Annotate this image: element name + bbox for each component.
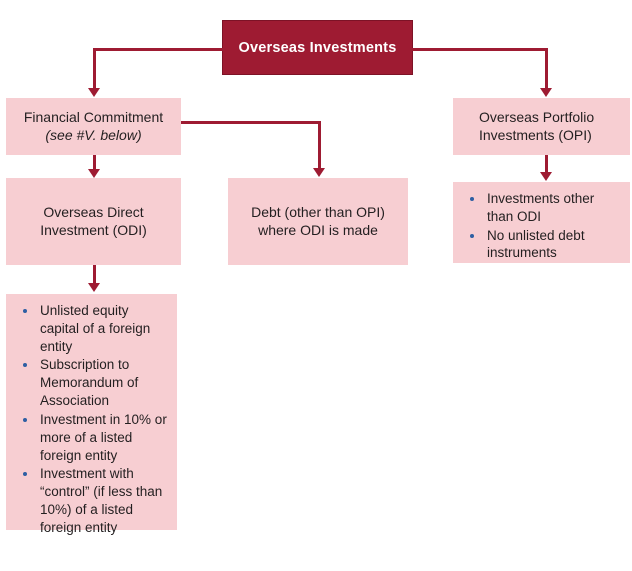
node-debt-other-than-opi: Debt (other than OPI) where ODI is made <box>228 178 408 265</box>
list-item-text: Unlisted equity capital of a foreign ent… <box>40 303 151 354</box>
opi-bullet-list: Investments other than ODI No unlisted d… <box>459 190 624 262</box>
list-item-text: Investment with “control” (if less than … <box>40 466 163 535</box>
node-debt-other-than-opi-line1: Debt (other than OPI) <box>251 204 385 220</box>
list-item-text: No unlisted debt instruments <box>487 227 585 261</box>
node-financial-commitment: Financial Commitment (see #V. below) <box>6 98 181 155</box>
node-overseas-portfolio-investments: Overseas Portfolio Investments (OPI) <box>453 98 630 155</box>
list-item: Investments other than ODI <box>459 190 624 226</box>
list-item: Subscription to Memorandum of Associatio… <box>12 356 171 409</box>
bullet-dot-icon <box>23 309 27 313</box>
list-item: Unlisted equity capital of a foreign ent… <box>12 302 171 355</box>
connector-title-to-left <box>93 48 224 51</box>
list-item: Investment in 10% or more of a listed fo… <box>12 411 171 464</box>
arrowhead-to-financial-commitment <box>88 88 100 97</box>
node-odi-bullet-list: Unlisted equity capital of a foreign ent… <box>6 294 177 535</box>
node-overseas-investments-label: Overseas Investments <box>238 39 397 56</box>
arrowhead-to-opi-bullets <box>540 172 552 181</box>
bullet-dot-icon <box>470 197 474 201</box>
node-overseas-direct-investment-line2: Investment (ODI) <box>40 221 147 238</box>
node-financial-commitment-line2: (see #V. below) <box>45 126 142 143</box>
list-item-text: Investment in 10% or more of a listed fo… <box>40 411 167 463</box>
node-overseas-portfolio-investments-line2: Investments (OPI) <box>479 126 592 143</box>
node-debt-other-than-opi-line2: where ODI is made <box>258 221 378 238</box>
list-item: Investment with “control” (if less than … <box>12 465 171 536</box>
node-overseas-direct-investment-line1: Overseas Direct <box>43 204 144 220</box>
arrowhead-to-overseas-direct-investment <box>88 169 100 178</box>
connector-odi-to-bullets <box>93 265 96 286</box>
bullet-dot-icon <box>470 233 474 238</box>
bullet-dot-icon <box>23 472 27 477</box>
list-item-text: Subscription to Memorandum of Associatio… <box>40 357 139 409</box>
odi-bullet-list: Unlisted equity capital of a foreign ent… <box>12 302 171 537</box>
node-overseas-direct-investment: Overseas Direct Investment (ODI) <box>6 178 181 265</box>
node-overseas-investments: Overseas Investments <box>222 20 413 75</box>
list-item-text: Investments other than ODI <box>487 191 595 224</box>
list-item: No unlisted debt instruments <box>459 227 624 263</box>
connector-left-drop <box>93 48 96 89</box>
connector-opi-to-bullets <box>545 155 548 176</box>
arrowhead-to-debt-node <box>313 168 325 177</box>
connector-fc-to-odi <box>93 155 96 172</box>
node-financial-commitment-line1: Financial Commitment <box>23 109 164 125</box>
connector-right-drop <box>545 48 548 89</box>
bullet-dot-icon <box>23 363 27 368</box>
bullet-dot-icon <box>23 417 27 422</box>
arrowhead-to-overseas-portfolio-investments <box>540 88 552 97</box>
node-opi-bullet-list: Investments other than ODI No unlisted d… <box>453 182 630 263</box>
arrowhead-to-odi-bullets <box>88 283 100 292</box>
connector-fc-to-debt-vertical <box>318 121 321 171</box>
connector-title-to-right <box>411 48 548 51</box>
node-overseas-portfolio-investments-line1: Overseas Portfolio <box>479 109 595 125</box>
connector-fc-to-debt-horizontal <box>181 121 321 124</box>
